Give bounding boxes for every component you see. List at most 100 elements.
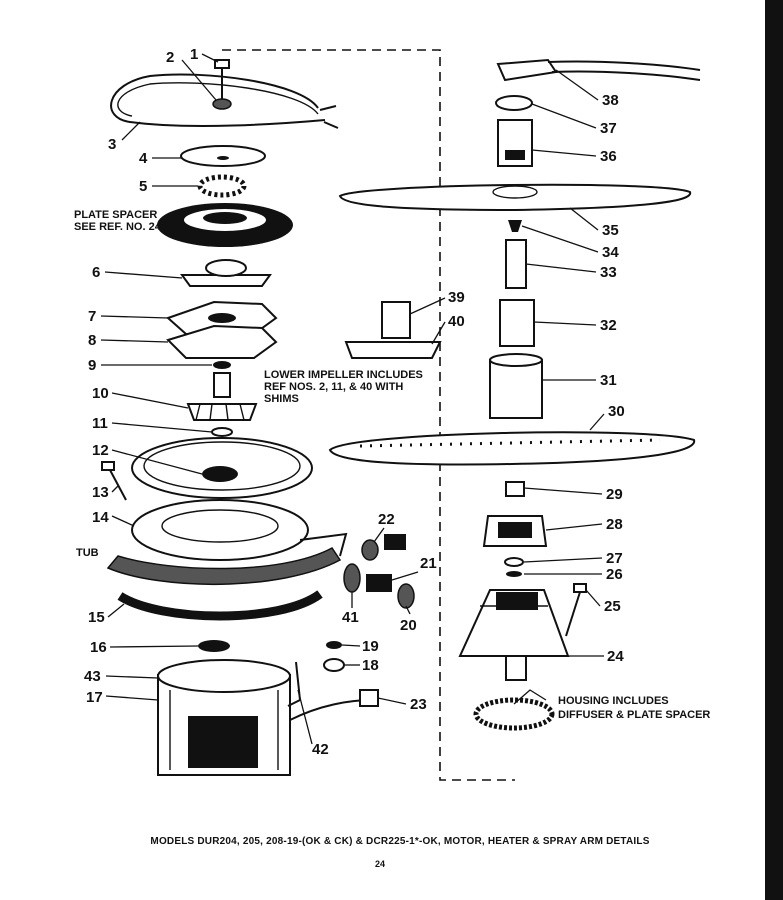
part-15-seal-ring [117, 590, 323, 621]
callout-42: 42 [312, 741, 329, 758]
part-31-tube [489, 353, 543, 419]
part-5-gear [197, 174, 247, 198]
callout-40: 40 [448, 313, 465, 330]
part-2-washer [212, 98, 232, 110]
callout-29: 29 [606, 486, 623, 503]
diagram-notes: PLATE SPACER SEE REF. NO. 24 LOWER IMPEL… [74, 209, 710, 721]
callout-43: 43 [84, 668, 101, 685]
callout-37: 37 [600, 120, 617, 137]
note-housing-line1: HOUSING INCLUDES [558, 695, 669, 707]
part-30-lower-spray-arm [328, 431, 696, 466]
part-39-spacer [381, 301, 411, 339]
callout-11: 11 [92, 415, 108, 432]
part-21-bushing [366, 574, 392, 592]
callout-41: 41 [342, 609, 359, 626]
callout-15: 15 [88, 609, 105, 626]
part-27-washer [504, 557, 524, 567]
callout-24: 24 [607, 648, 624, 665]
note-plate-spacer-line2: SEE REF. NO. 24 [74, 221, 162, 233]
part-25-screw [565, 583, 587, 637]
part-28-filter-housing [482, 515, 548, 547]
part-18-nut [323, 658, 345, 672]
part-23-wire-harness [289, 689, 379, 721]
callout-20: 20 [400, 617, 417, 634]
callout-27: 27 [606, 550, 623, 567]
callout-38: 38 [602, 92, 619, 109]
diagram-caption: MODELS DUR204, 205, 208-19-(OK & CK) & D… [150, 836, 650, 847]
part-34-nut [508, 220, 522, 232]
part-11-shim [211, 427, 233, 437]
callout-numbers: 1 2 3 4 5 6 7 8 9 10 11 12 13 14 15 16 1… [84, 46, 625, 758]
callout-39: 39 [448, 289, 465, 306]
part-14-tub-plate [131, 499, 309, 561]
part-17-motor [157, 659, 291, 776]
callout-1: 1 [190, 46, 198, 63]
part-32-tube [499, 299, 535, 347]
callout-34: 34 [602, 244, 619, 261]
callout-4: 4 [139, 150, 148, 167]
part-1-bolt [214, 59, 230, 100]
callout-2: 2 [166, 49, 174, 66]
part-40-bracket [344, 341, 442, 359]
assembly-dashed-frame [222, 49, 515, 781]
note-housing-line2: DIFFUSER & PLATE SPACER [558, 709, 710, 721]
plate-spacer [157, 203, 293, 247]
part-3-heater-element [110, 73, 339, 129]
callout-22: 22 [378, 511, 395, 528]
callout-14: 14 [92, 509, 109, 526]
callout-13: 13 [92, 484, 109, 501]
callout-36: 36 [600, 148, 617, 165]
part-26-washer [506, 571, 522, 577]
part-38-supply-tube [496, 58, 701, 82]
callout-32: 32 [600, 317, 617, 334]
note-tub: TUB [76, 547, 99, 559]
part-8-plate [166, 324, 278, 359]
callout-19: 19 [362, 638, 379, 655]
part-16-motor-seal [198, 640, 230, 652]
callout-28: 28 [606, 516, 623, 533]
callout-31: 31 [600, 372, 617, 389]
part-9-seal [213, 361, 231, 369]
part-20-clip [397, 583, 415, 609]
part-10-lower-impeller [186, 372, 258, 421]
callout-21: 21 [420, 555, 437, 572]
callout-18: 18 [362, 657, 379, 674]
note-plate-spacer-line1: PLATE SPACER [74, 209, 157, 221]
callout-8: 8 [88, 332, 96, 349]
part-24-housing [458, 589, 570, 681]
callout-6: 6 [92, 264, 100, 281]
note-impeller-line1: LOWER IMPELLER INCLUDES [264, 369, 423, 381]
part-33-tube [505, 239, 527, 289]
callout-5: 5 [139, 178, 147, 195]
part-13-screw [101, 461, 127, 501]
callout-12: 12 [92, 442, 109, 459]
callout-17: 17 [86, 689, 103, 706]
note-impeller-line2: REF NOS. 2, 11, & 40 WITH [264, 381, 403, 393]
callout-26: 26 [606, 566, 623, 583]
part-35-upper-spray-arm [338, 183, 692, 212]
callout-16: 16 [90, 639, 107, 656]
callout-33: 33 [600, 264, 617, 281]
tub-section [106, 532, 348, 585]
note-impeller-line3: SHIMS [264, 393, 299, 405]
diffuser-plate [473, 697, 555, 731]
part-12-pump-base [131, 437, 313, 499]
callout-23: 23 [410, 696, 427, 713]
callout-25: 25 [604, 598, 621, 615]
callout-3: 3 [108, 136, 116, 153]
part-19-washer [326, 641, 342, 649]
callout-9: 9 [88, 357, 96, 374]
callout-30: 30 [608, 403, 625, 420]
part-36-hub [497, 119, 533, 167]
part-22-bushing [361, 534, 406, 561]
part-6-bearing-housing [180, 259, 272, 287]
part-41-clip [343, 563, 361, 593]
part-37-ring [495, 95, 533, 111]
scan-edge-bar [765, 0, 783, 900]
part-29-nut [505, 481, 525, 497]
callout-10: 10 [92, 385, 109, 402]
part-4-disc [180, 145, 266, 167]
callout-35: 35 [602, 222, 619, 239]
callout-leader-lines [100, 53, 605, 745]
